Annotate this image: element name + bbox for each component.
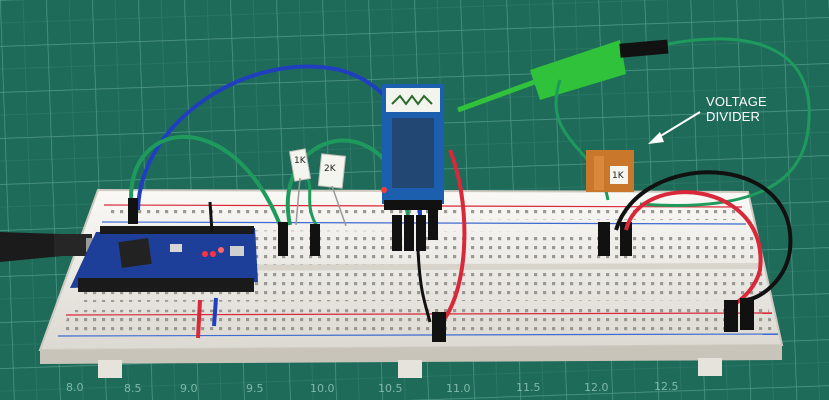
arduino-nano bbox=[70, 226, 258, 292]
black-wire-1 bbox=[416, 249, 432, 323]
red-wire-2 bbox=[624, 190, 763, 307]
annotation-arrow bbox=[653, 111, 701, 141]
annotation-line-2: DIVIDER bbox=[706, 109, 761, 124]
black-wire-2 bbox=[614, 170, 793, 302]
ruler-mark: 8.0 bbox=[66, 381, 84, 394]
ruler-mark: 11.5 bbox=[516, 381, 541, 394]
ruler-mark: 12.5 bbox=[654, 380, 679, 393]
ruler-mark: 11.0 bbox=[446, 382, 471, 395]
ruler-mark: 9.5 bbox=[246, 382, 264, 395]
annotation-line-1: VOLTAGE bbox=[706, 94, 767, 109]
green-wire-1 bbox=[129, 135, 282, 226]
resistor-1k bbox=[288, 148, 312, 226]
test-probe bbox=[457, 39, 669, 113]
resistor-2k bbox=[317, 153, 347, 227]
wire-end bbox=[278, 222, 288, 256]
divider-resistor-label: 1K bbox=[612, 171, 624, 181]
probe-lead bbox=[639, 37, 811, 207]
wire-end bbox=[310, 224, 320, 256]
resistor-2k-label: 2K bbox=[324, 164, 336, 174]
divider-resistors bbox=[586, 150, 634, 192]
ruler-mark: 10.5 bbox=[378, 382, 403, 395]
red-wire-1 bbox=[443, 149, 467, 320]
resistor-1k-label: 1K bbox=[294, 156, 306, 166]
ruler-mark: 12.0 bbox=[584, 381, 609, 394]
wire-end bbox=[128, 198, 138, 224]
ruler-mark: 8.5 bbox=[124, 382, 142, 395]
annotation-arrowhead bbox=[648, 132, 664, 144]
ruler-mark: 9.0 bbox=[180, 382, 198, 395]
ruler-mark: 10.0 bbox=[310, 382, 335, 395]
annotation-label: VOLTAGE DIVIDER bbox=[706, 94, 767, 124]
hc05-module bbox=[381, 84, 444, 210]
